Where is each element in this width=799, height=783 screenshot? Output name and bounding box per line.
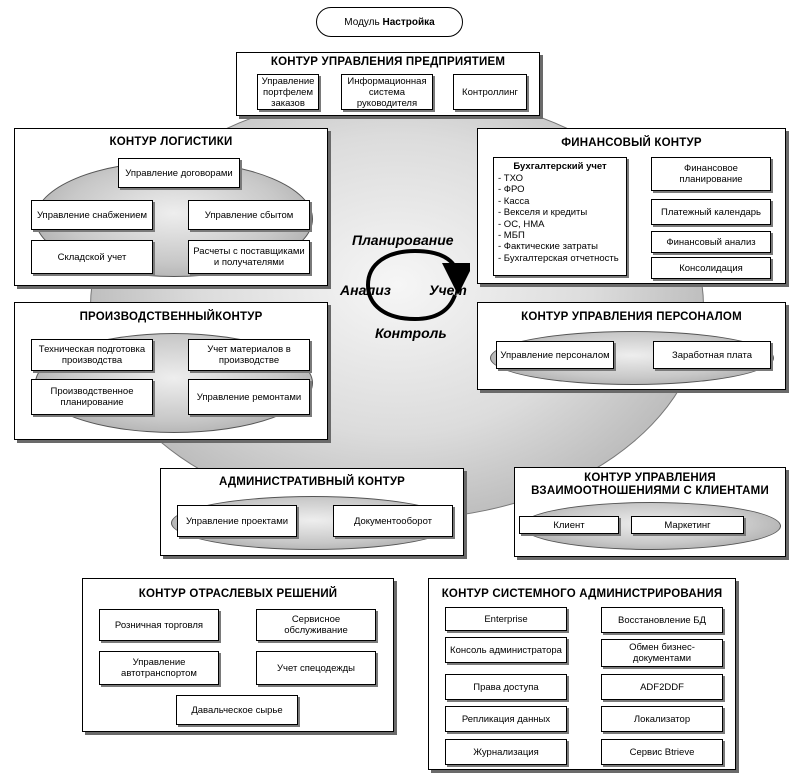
service-box[interactable]: Сервисное обслуживание xyxy=(256,609,376,641)
materials-box[interactable]: Учет материалов в производстве xyxy=(188,339,310,371)
module-pill[interactable]: Модуль Настройка xyxy=(316,7,463,37)
sysadmin-contour: КОНТУР СИСТЕМНОГО АДМИНИСТРИРОВАНИЯ Ente… xyxy=(428,578,736,770)
accounting-list: - ТХО - ФРО - Касса - Векселя и кредиты … xyxy=(498,173,622,264)
enterprise-title: КОНТУР УПРАВЛЕНИЯ ПРЕДПРИЯТИЕМ xyxy=(270,56,506,68)
cycle-accounting: Учет xyxy=(429,282,467,298)
docflow-box[interactable]: Документооборот xyxy=(333,505,453,537)
retail-box[interactable]: Розничная торговля xyxy=(99,609,219,641)
personnel-contour: КОНТУР УПРАВЛЕНИЯ ПЕРСОНАЛОМ Управление … xyxy=(477,302,786,390)
accounting-item: - Фактические затраты xyxy=(498,241,598,253)
db-restore-box[interactable]: Восстановление БД xyxy=(601,607,723,633)
crm-title: КОНТУР УПРАВЛЕНИЯ ВЗАИМООТНОШЕНИЯМИ С КЛ… xyxy=(531,472,769,497)
controlling-box[interactable]: Контроллинг xyxy=(453,74,527,110)
payment-calendar-box[interactable]: Платежный календарь xyxy=(651,199,771,225)
adf2ddf-box[interactable]: ADF2DDF xyxy=(601,674,723,700)
settlements-box[interactable]: Расчеты с поставщиками и получателями xyxy=(188,240,310,274)
cycle-control: Контроль xyxy=(375,325,447,341)
fin-planning-box[interactable]: Финансовое планирование xyxy=(651,157,771,191)
admin-title: АДМИНИСТРАТИВНЫЙ КОНТУР xyxy=(218,476,406,488)
logistics-contour: КОНТУР ЛОГИСТИКИ Управление договорами У… xyxy=(14,128,328,286)
admin-console-box[interactable]: Консоль администратора xyxy=(445,637,567,663)
fin-analysis-box[interactable]: Финансовый анализ xyxy=(651,231,771,253)
industry-title: КОНТУР ОТРАСЛЕВЫХ РЕШЕНИЙ xyxy=(138,588,338,600)
supply-box[interactable]: Управление снабжением xyxy=(31,200,153,230)
consolidation-box[interactable]: Консолидация xyxy=(651,257,771,279)
module-prefix: Модуль xyxy=(344,16,380,28)
journaling-box[interactable]: Журнализация xyxy=(445,739,567,765)
executive-info-box[interactable]: Информационная система руководителя xyxy=(341,74,433,110)
btrieve-box[interactable]: Сервис Btrieve xyxy=(601,739,723,765)
cycle-analysis: Анализ xyxy=(340,282,391,298)
personnel-title: КОНТУР УПРАВЛЕНИЯ ПЕРСОНАЛОМ xyxy=(521,311,742,323)
module-name: Настройка xyxy=(382,16,435,28)
client-box[interactable]: Клиент xyxy=(519,516,619,534)
accounting-item: - Бухгалтерская отчетность xyxy=(498,252,619,264)
replication-box[interactable]: Репликация данных xyxy=(445,706,567,732)
enterprise-box[interactable]: Enterprise xyxy=(445,607,567,631)
personnel-mgmt-box[interactable]: Управление персоналом xyxy=(496,341,614,369)
cycle-arrow xyxy=(365,249,470,322)
production-title: ПРОИЗВОДСТВЕННЫЙКОНТУР xyxy=(79,311,263,323)
sales-box[interactable]: Управление сбытом xyxy=(188,200,310,230)
accounting-item: - МБП xyxy=(498,230,525,242)
contracts-box[interactable]: Управление договорами xyxy=(118,158,240,188)
marketing-box[interactable]: Маркетинг xyxy=(631,516,744,534)
finance-contour: ФИНАНСОВЫЙ КОНТУР Бухгалтерский учет - Т… xyxy=(477,128,786,284)
repairs-box[interactable]: Управление ремонтами xyxy=(188,379,310,415)
enterprise-contour: КОНТУР УПРАВЛЕНИЯ ПРЕДПРИЯТИЕМ Управлени… xyxy=(236,52,540,116)
tech-prep-box[interactable]: Техническая подготовка производства xyxy=(31,339,153,371)
access-rights-box[interactable]: Права доступа xyxy=(445,674,567,700)
accounting-item: - Векселя и кредиты xyxy=(498,207,588,219)
sysadmin-title: КОНТУР СИСТЕМНОГО АДМИНИСТРИРОВАНИЯ xyxy=(441,588,723,600)
localizer-box[interactable]: Локализатор xyxy=(601,706,723,732)
finance-title: ФИНАНСОВЫЙ КОНТУР xyxy=(561,137,702,149)
accounting-item: - ТХО xyxy=(498,173,524,184)
cycle-planning: Планирование xyxy=(352,232,454,248)
projects-box[interactable]: Управление проектами xyxy=(177,505,297,537)
industry-contour: КОНТУР ОТРАСЛЕВЫХ РЕШЕНИЙ Розничная торг… xyxy=(82,578,394,732)
transport-box[interactable]: Управление автотранспортом xyxy=(99,651,219,685)
accounting-item: - ОС, НМА xyxy=(498,218,545,230)
business-docs-box[interactable]: Обмен бизнес-документами xyxy=(601,639,723,667)
accounting-title: Бухгалтерский учет xyxy=(513,161,607,172)
admin-contour: АДМИНИСТРАТИВНЫЙ КОНТУР Управление проек… xyxy=(160,468,464,556)
warehouse-box[interactable]: Складской учет xyxy=(31,240,153,274)
accounting-item: - Касса xyxy=(498,195,530,207)
accounting-box[interactable]: Бухгалтерский учет - ТХО - ФРО - Касса -… xyxy=(493,157,627,276)
workwear-box[interactable]: Учет спецодежды xyxy=(256,651,376,685)
prod-planning-box[interactable]: Производственное планирование xyxy=(31,379,153,415)
order-portfolio-box[interactable]: Управление портфелем заказов xyxy=(257,74,319,110)
tolling-box[interactable]: Давальческое сырье xyxy=(176,695,298,725)
salary-box[interactable]: Заработная плата xyxy=(653,341,771,369)
logistics-title: КОНТУР ЛОГИСТИКИ xyxy=(109,136,233,148)
accounting-item: - ФРО xyxy=(498,184,525,196)
production-contour: ПРОИЗВОДСТВЕННЫЙКОНТУР Техническая подго… xyxy=(14,302,328,440)
crm-contour: КОНТУР УПРАВЛЕНИЯ ВЗАИМООТНОШЕНИЯМИ С КЛ… xyxy=(514,467,786,557)
